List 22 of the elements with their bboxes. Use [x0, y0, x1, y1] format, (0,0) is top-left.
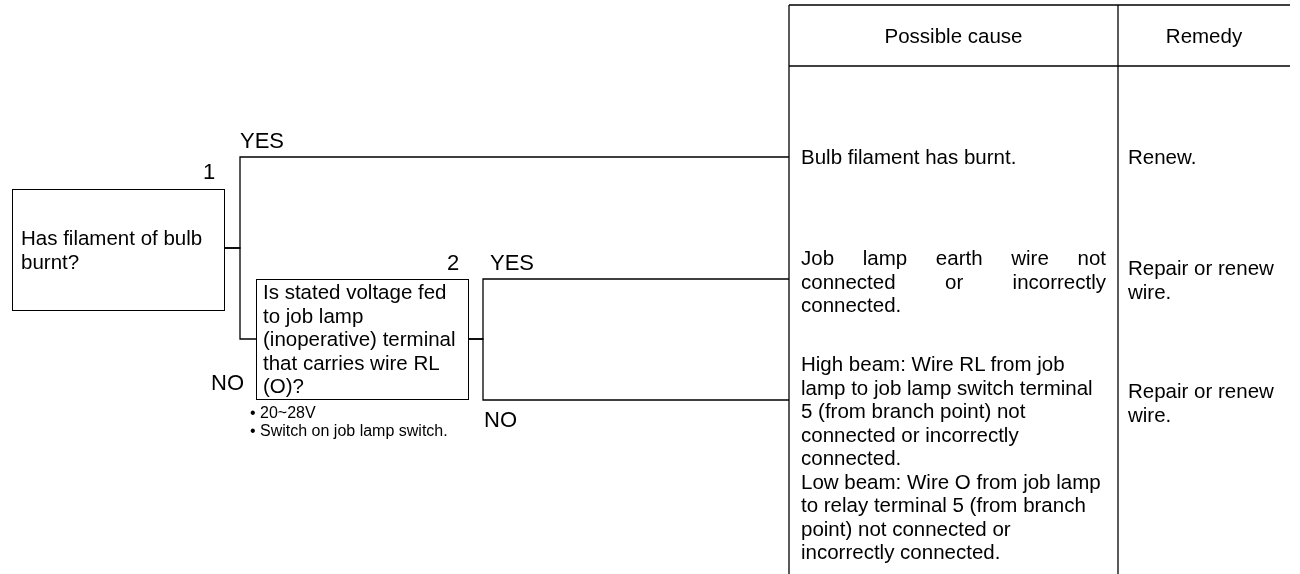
decision-box	[12, 189, 225, 311]
step-number: 1	[203, 160, 216, 184]
connector-line	[224, 247, 257, 340]
edge-label: NO	[484, 408, 517, 432]
edge-label: NO	[211, 371, 244, 395]
cause-text: Low beam: Wire O from job lamp to relay terminal 5 (from branch point) not connected or incorrectly connected.	[801, 469, 1102, 564]
condition-note: • Switch on job lamp switch.	[250, 422, 449, 440]
condition-note: • 20~28V	[250, 404, 317, 422]
cause-text: High beam: Wire RL from job lamp to job lamp switch terminal 5 (from branch point) not connected or incorrectly connected.	[801, 352, 1094, 470]
column-header: Possible cause	[883, 24, 1024, 48]
cause-text: Job lamp earth wire not connected or incorrectly connected.	[801, 246, 1106, 317]
edge-label: YES	[490, 251, 535, 275]
question-text: Has filament of bulb burnt?	[21, 226, 204, 273]
question-text: Is stated voltage fed to job lamp (inoperative) terminal that carries wire RL (O)?	[263, 280, 457, 398]
cause-text: Bulb filament has burnt.	[801, 145, 1018, 169]
step-number: 2	[447, 251, 460, 275]
remedy-text: Repair or renew wire.	[1128, 256, 1275, 303]
edge-label: YES	[240, 129, 285, 153]
remedy-text: Renew.	[1128, 145, 1198, 169]
column-header: Remedy	[1164, 24, 1244, 48]
connector-line	[468, 338, 790, 401]
remedy-text: Repair or renew wire.	[1128, 379, 1275, 426]
